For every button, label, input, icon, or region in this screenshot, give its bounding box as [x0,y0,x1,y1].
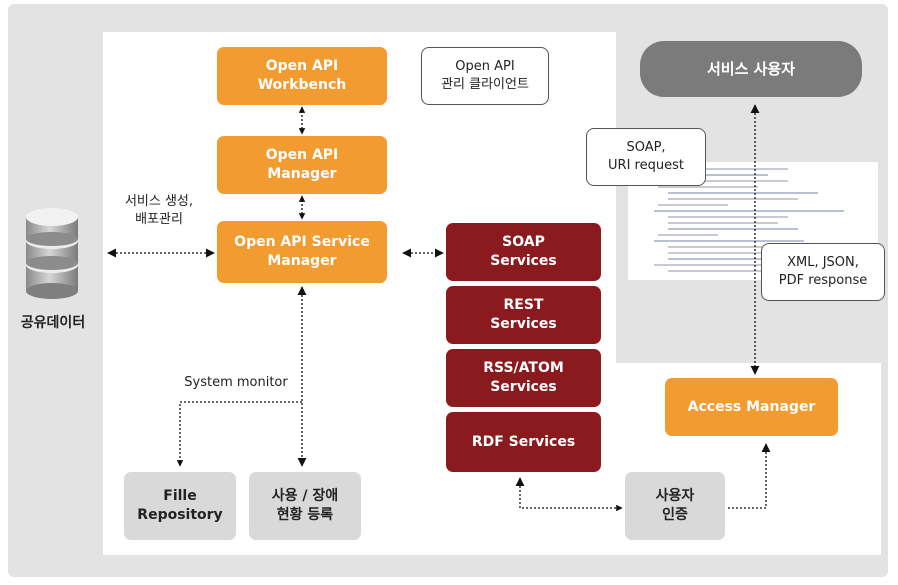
database-icon [26,208,78,299]
soap-uri-request-callout: SOAP, URI request [586,128,706,186]
user-authentication[interactable]: 사용자 인증 [625,472,725,540]
services-user-auth-arrow [515,477,623,512]
service-user-label: 서비스 사용자 [706,59,796,78]
rest-services[interactable]: REST Services [446,286,601,344]
user-auth-access-manager-arrow [728,443,771,509]
rest-services-label: REST Services [490,297,557,332]
soap-uri-request-label: SOAP, URI request [608,140,684,173]
soap-services[interactable]: SOAP Services [446,223,601,281]
open-api-admin-client-label: Open API 관리 클라이언트 [441,59,529,92]
shared-data-label: 공유데이터 [20,315,86,331]
service-creation-label: 서비스 생성, 배포관리 [124,194,194,227]
soap-services-label: SOAP Services [490,234,557,269]
file-repository[interactable]: Fille Repository [124,472,236,540]
usage-failure-register[interactable]: 사용 / 장애 현황 등록 [249,472,361,540]
xml-json-pdf-response-callout: XML, JSON, PDF response [761,243,885,301]
system-monitor-label: System monitor [184,375,288,390]
rdf-services[interactable]: RDF Services [446,412,601,472]
open-api-manager-label: Open API Manager [265,147,339,182]
file-repository-label: Fille Repository [137,488,223,523]
open-api-workbench[interactable]: Open API Workbench [217,47,387,105]
access-manager-label: Access Manager [687,398,816,415]
open-api-manager[interactable]: Open API Manager [217,136,387,194]
service-user[interactable]: 서비스 사용자 [640,41,862,97]
rdf-services-label: RDF Services [471,433,576,450]
open-api-workbench-label: Open API Workbench [257,58,347,93]
xml-json-pdf-response-label: XML, JSON, PDF response [778,255,868,288]
usage-failure-register-label: 사용 / 장애 현황 등록 [271,488,339,523]
monitor-file-repo-arrow [176,401,302,467]
rss-atom-services[interactable]: RSS/ATOM Services [446,349,601,407]
open-api-service-manager-label: Open API Service Manager [234,234,370,269]
rss-atom-services-label: RSS/ATOM Services [483,360,564,395]
access-manager[interactable]: Access Manager [665,378,838,436]
open-api-service-manager[interactable]: Open API Service Manager [217,221,387,283]
user-authentication-label: 사용자 인증 [655,488,695,523]
open-api-admin-client[interactable]: Open API 관리 클라이언트 [421,47,549,105]
